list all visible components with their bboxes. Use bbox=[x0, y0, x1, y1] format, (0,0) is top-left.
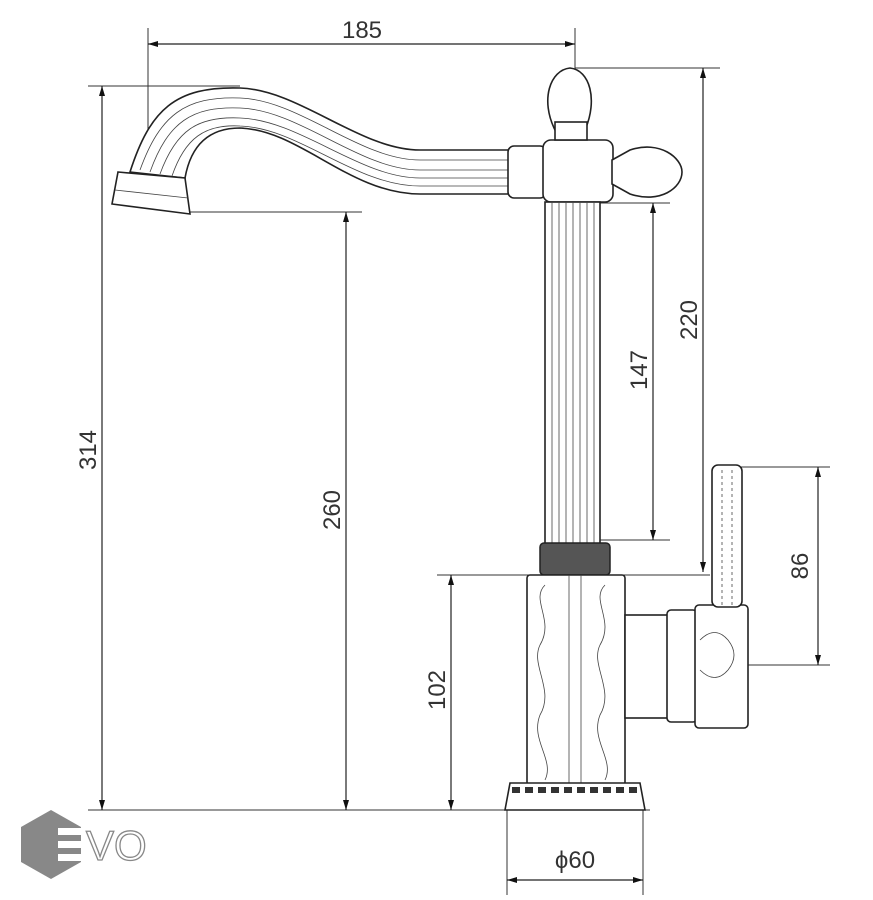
handle-cap bbox=[694, 604, 749, 729]
top-finial bbox=[547, 67, 593, 131]
faucet-column bbox=[539, 201, 611, 576]
dim-label-handle-height: 86 bbox=[787, 553, 814, 580]
faucet-spout bbox=[111, 87, 513, 215]
dim-label-base-diameter: ϕ60 bbox=[555, 847, 595, 874]
dim-label-column-height: 147 bbox=[626, 350, 653, 390]
knurled-ring bbox=[539, 542, 611, 576]
evo-logo: VO bbox=[21, 810, 147, 879]
dim-label-spout-reach: 185 bbox=[342, 17, 382, 44]
svg-text:VO: VO bbox=[86, 822, 147, 869]
dim-label-body-to-top: 220 bbox=[676, 300, 703, 340]
faucet-base-body bbox=[504, 464, 749, 811]
dim-label-base-body-height: 102 bbox=[424, 670, 451, 710]
aerator-nozzle bbox=[111, 171, 191, 215]
handle-lever bbox=[711, 464, 743, 608]
dim-label-total-height: 314 bbox=[75, 430, 102, 470]
side-finial bbox=[611, 146, 683, 198]
faucet-hub bbox=[507, 67, 683, 203]
dim-label-spout-outlet-height: 260 bbox=[319, 490, 346, 530]
